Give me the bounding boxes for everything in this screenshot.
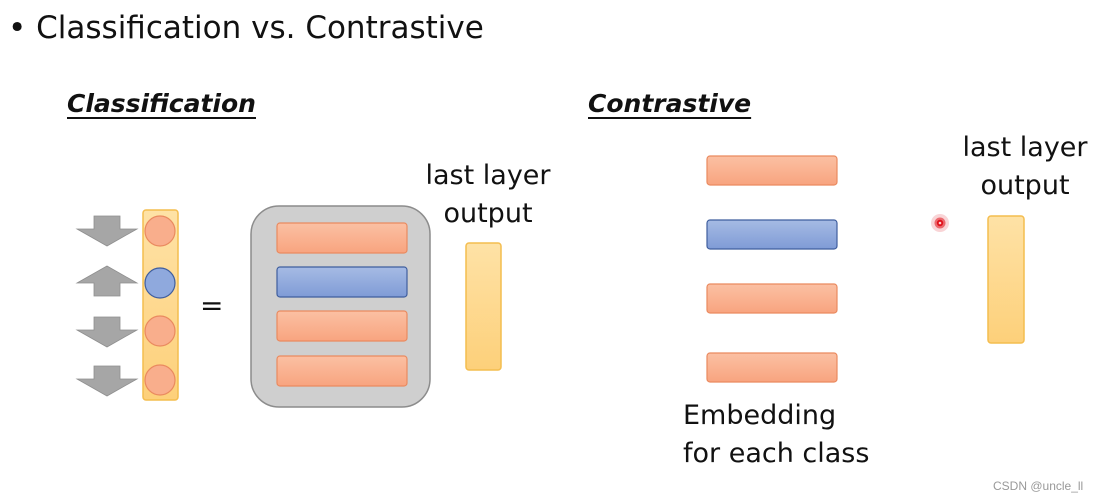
- class-embeddings: [706, 155, 838, 383]
- class-embedding-orange: [706, 283, 838, 314]
- down-arrow-icon: [75, 215, 139, 247]
- class-embedding-blue: [706, 219, 838, 250]
- down-arrow-icon: [75, 365, 139, 397]
- embedding-label: Embedding for each class: [683, 400, 870, 469]
- up-arrow-icon: [75, 265, 139, 297]
- arrow-column: [75, 215, 139, 397]
- class-score-node-orange: [144, 364, 176, 396]
- class-embedding-orange: [706, 352, 838, 383]
- weight-row-orange: [276, 222, 408, 254]
- class-score-node-orange: [144, 315, 176, 347]
- laser-pointer-icon: [931, 214, 949, 232]
- class-score-nodes: [144, 215, 176, 396]
- weight-row-blue: [276, 266, 408, 298]
- classification-heading: Classification: [67, 89, 256, 118]
- contrastive-output-label: last layer output: [962, 132, 1088, 201]
- down-arrow-icon: [75, 316, 139, 348]
- watermark: CSDN @uncle_ll: [993, 479, 1084, 493]
- class-embedding-orange: [706, 155, 838, 186]
- contrastive-heading: Contrastive: [588, 89, 752, 118]
- equals-sign: =: [200, 289, 224, 322]
- class-score-node-orange: [144, 215, 176, 247]
- contrastive-output-vector: [987, 215, 1025, 344]
- weight-row-orange: [276, 310, 408, 342]
- weight-row-orange: [276, 355, 408, 387]
- class-score-vector: [142, 209, 179, 401]
- classification-output-vector: [465, 242, 502, 371]
- class-score-node-blue: [144, 267, 176, 299]
- classification-output-label: last layer output: [425, 160, 551, 229]
- slide-title: • Classification vs. Contrastive: [8, 10, 484, 46]
- weight-matrix-rows: [276, 222, 408, 387]
